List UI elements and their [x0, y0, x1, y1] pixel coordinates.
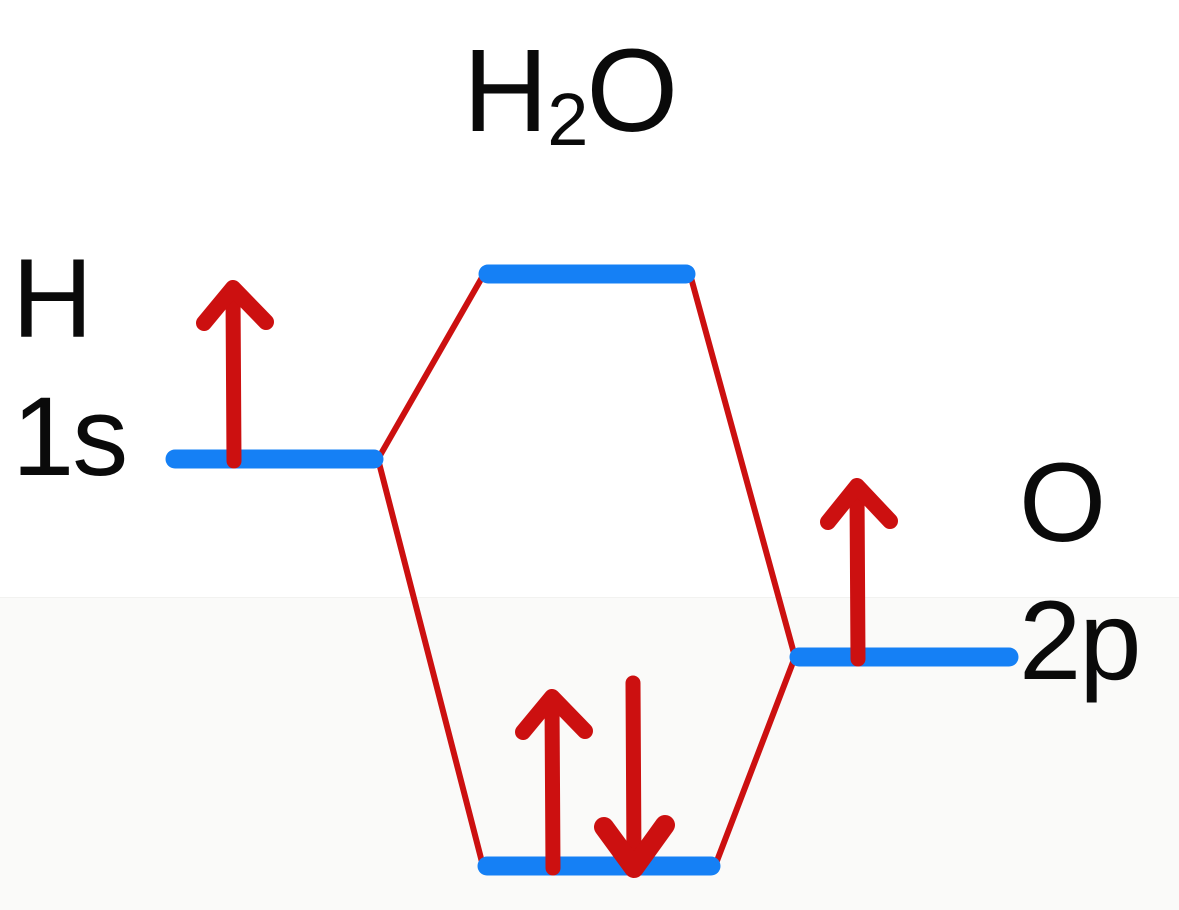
correlation-line-h1s-to-antibonding	[375, 271, 487, 462]
correlation-line-o2p-to-bonding	[712, 654, 798, 869]
correlation-line-h1s-to-bonding	[375, 456, 486, 869]
arrow-head	[196, 280, 274, 331]
label-left-atom: H	[12, 236, 93, 361]
arrow-head	[820, 478, 898, 530]
energy-levels	[165, 264, 1019, 876]
arrow-shaft	[225, 285, 242, 469]
background-band-divider	[0, 597, 1179, 598]
label-right-atom: O	[1019, 440, 1107, 565]
title-subscript: 2	[547, 78, 588, 161]
arrow-bonding-up	[515, 689, 593, 876]
arrow-shaft	[849, 484, 866, 667]
label-right-orbital: 2p	[1019, 578, 1142, 703]
arrow-shaft	[544, 694, 561, 876]
arrow-h1s-up	[196, 280, 274, 469]
arrow-o2p-up	[820, 478, 898, 667]
label-left-orbital: 1s	[12, 374, 128, 499]
arrow-shaft	[625, 675, 642, 870]
arrow-head	[594, 815, 675, 878]
title-trailing: O	[586, 25, 678, 157]
electron-arrows	[196, 280, 898, 878]
arrow-bonding-down	[594, 675, 675, 878]
title-main: H	[463, 25, 548, 157]
correlation-lines	[375, 271, 798, 869]
arrow-head	[515, 689, 593, 740]
page-title: H2O	[463, 32, 678, 157]
correlation-line-antibonding-to-o2p	[687, 271, 798, 660]
